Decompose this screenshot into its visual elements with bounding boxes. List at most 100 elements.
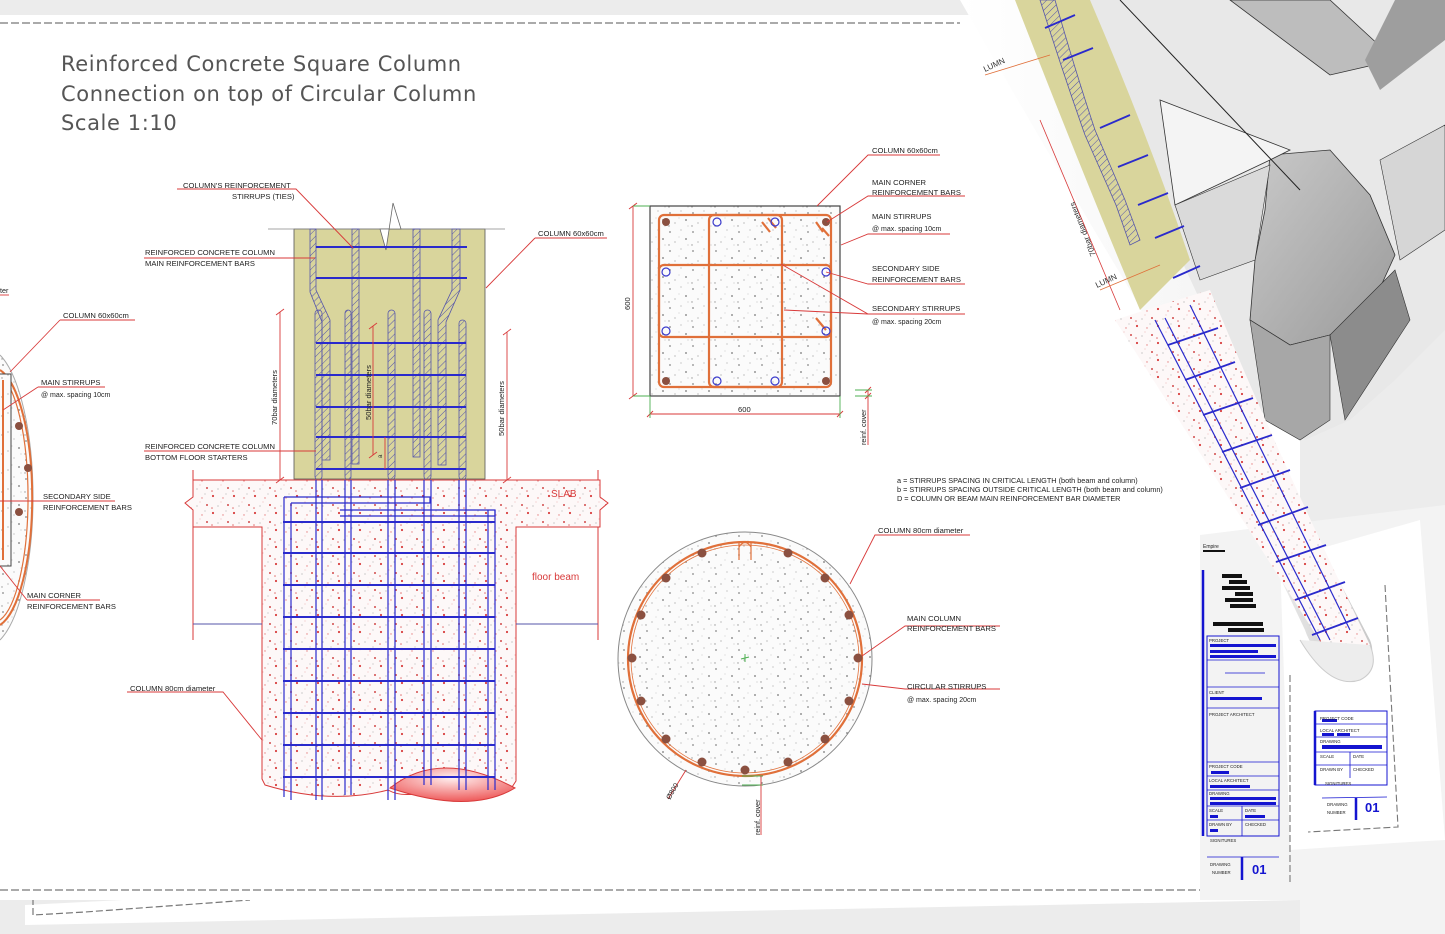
left-corner-label-2: REINFORCEMENT BARS: [27, 602, 116, 611]
section-leader-lines: [127, 188, 607, 741]
square-label-column: COLUMN 60x60cm: [872, 146, 938, 155]
front-scale: SCALE: [1209, 808, 1223, 813]
label-main-bars: REINFORCED CONCRETE COLUMN: [145, 248, 275, 257]
left-cut-label: ter: [0, 286, 9, 295]
circle-label-column: COLUMN 80cm diameter: [878, 526, 964, 535]
square-plan-extension-lines: [633, 205, 872, 418]
circle-label-main-bars-2: REINFORCEMENT BARS: [907, 624, 996, 633]
legend-line-a: a = STIRRUPS SPACING IN CRITICAL LENGTH …: [897, 476, 1138, 485]
square-label-corner-2: REINFORCEMENT BARS: [872, 188, 961, 197]
front-drawing-number-label: DRAWING: [1210, 862, 1231, 867]
sheet-title-line-1: Reinforced Concrete Square Column: [61, 52, 462, 76]
rolled-circular-column: [1115, 290, 1370, 666]
back-date: DATE: [1353, 754, 1364, 759]
title-block-redacted-fields: [1210, 644, 1276, 832]
front-signatures: SIGNITURES: [1210, 838, 1236, 843]
square-label-secondary-stirrups: SECONDARY STIRRUPS: [872, 304, 960, 313]
square-label-secondary-side: SECONDARY SIDE: [872, 264, 940, 273]
label-floor-beam: floor beam: [532, 572, 579, 583]
lower-sheet-border: [32, 898, 251, 916]
rolled-stirrups: [1044, 14, 1201, 279]
square-plan-stirrups: [657, 213, 833, 389]
label-main-bars-2: MAIN REINFORCEMENT BARS: [145, 259, 255, 268]
back-scale: SCALE: [1320, 754, 1334, 759]
square-plan-side-bars: [661, 217, 831, 386]
label-stirrups-ties: COLUMN'S REINFORCEMENT: [183, 181, 291, 190]
back-checked: CHECKED: [1353, 767, 1374, 772]
title-block-front: Empire: [1201, 544, 1280, 880]
left-partial-plan: ter COLUMN 60x60cm MAIN STIRRUPS @ max. …: [0, 286, 135, 641]
rolled-cage-stirrups: [1167, 327, 1359, 636]
square-label-secondary-stirrups-spacing: @ max. spacing 20cm: [872, 319, 942, 326]
back-drawn-by: DRAWN BY: [1320, 767, 1343, 772]
left-secondary-label-2: REINFORCEMENT BARS: [43, 503, 132, 512]
left-main-stirrups-label: MAIN STIRRUPS: [41, 378, 101, 387]
front-drawing-number-label-2: NUMBER: [1212, 870, 1231, 875]
square-plan-corner-bars: [662, 218, 830, 385]
circular-column-plan: COLUMN 80cm diameter MAIN COLUMN REINFOR…: [617, 526, 1000, 835]
square-dim-height: 600: [623, 297, 632, 310]
front-local-architect: LOCAL ARCHITECT: [1209, 778, 1249, 783]
break-line-symbol: [379, 202, 402, 251]
left-corner-label: MAIN CORNER: [27, 591, 82, 600]
column-stirrups: [316, 246, 467, 470]
front-project: PROJECT: [1209, 638, 1229, 643]
dim-50-bar-diameters-inner: 50bar diameters: [364, 365, 373, 420]
legend: a = STIRRUPS SPACING IN CRITICAL LENGTH …: [897, 476, 1163, 503]
roll-end: [1299, 639, 1374, 683]
circular-plan-leaders: [667, 534, 1000, 835]
left-secondary-label: SECONDARY SIDE: [43, 492, 111, 501]
left-main-stirrups-spacing: @ max. spacing 10cm: [41, 392, 111, 399]
square-dim-width: 600: [738, 405, 751, 414]
back-local-architect: LOCAL ARCHITECT: [1320, 728, 1360, 733]
square-label-secondary-side-2: REINFORCEMENT BARS: [872, 275, 961, 284]
dimension-lines: [275, 308, 512, 484]
front-header: Empire: [1203, 544, 1219, 550]
front-checked: CHECKED: [1245, 822, 1266, 827]
label-stirrups-ties-2: STIRRUPS (TIES): [232, 192, 295, 201]
front-project-code: PROJECT CODE: [1209, 764, 1243, 769]
rolled-cage: [1154, 304, 1351, 641]
square-column-plan: 600 600 reinf. cover COLUMN 60x60cm MAIN…: [623, 146, 965, 445]
front-drawing-number: 01: [1252, 862, 1266, 877]
company-logo-block: [1213, 574, 1264, 632]
circular-column-stirrups: [283, 521, 495, 778]
dim-50-bar-diameters-outer: 50bar diameters: [497, 381, 506, 436]
front-drawing: DRAWING: [1209, 791, 1230, 796]
front-project-architect: PROJECT ARCHITECT: [1209, 712, 1255, 717]
sheet-title-line-2: Connection on top of Circular Column: [61, 81, 477, 106]
square-plan-leaders: [780, 154, 965, 315]
back-signatures: SIGNITURES: [1325, 781, 1351, 786]
label-starters-2: BOTTOM FLOOR STARTERS: [145, 453, 248, 462]
back-drawing-number-label: DRAWING: [1327, 802, 1348, 807]
back-drawing-number: 01: [1365, 800, 1379, 815]
back-drawing-number-label-2: NUMBER: [1327, 810, 1346, 815]
rolled-sheet-and-3d-model: LUMN LUMN 70bar diameters: [960, 0, 1445, 683]
left-column-label: COLUMN 60x60cm: [63, 311, 129, 320]
circular-plan-bars: [627, 548, 863, 775]
legend-line-d: D = COLUMN OR BEAM MAIN REINFORCEMENT BA…: [897, 494, 1120, 503]
dim-a-label: a: [378, 454, 384, 458]
circle-label-stirrups-spacing: @ max. spacing 20cm: [907, 697, 977, 704]
back-project-code: PROJECT CODE: [1320, 716, 1354, 721]
title-block-back: PROJECT CODE LOCAL ARCHITECT DRAWING SCA…: [1313, 710, 1388, 820]
label-column-60x60: COLUMN 60x60cm: [538, 229, 604, 238]
stirrup-hook: [738, 541, 752, 560]
square-label-corner: MAIN CORNER: [872, 178, 927, 187]
back-sheet-border: [1307, 584, 1399, 833]
label-starters: REINFORCED CONCRETE COLUMN: [145, 442, 275, 451]
circle-label-stirrups: CIRCULAR STIRRUPS: [907, 682, 986, 691]
circular-column-cage: [283, 480, 496, 800]
square-label-main-stirrups-spacing: @ max. spacing 10cm: [872, 226, 942, 233]
back-drawing: DRAWING: [1320, 739, 1341, 744]
legend-line-b: b = STIRRUPS SPACING OUTSIDE CRITICAL LE…: [897, 485, 1163, 494]
label-slab: SLAB: [551, 489, 577, 500]
front-date: DATE: [1245, 808, 1256, 813]
square-label-main-stirrups: MAIN STIRRUPS: [872, 212, 932, 221]
square-reinf-cover: reinf. cover: [859, 409, 868, 445]
circle-label-main-bars: MAIN COLUMN: [907, 614, 961, 623]
column-section-view: 70bar diameters 50bar diameters 50bar di…: [127, 181, 609, 802]
square-plan-outline: [649, 205, 841, 397]
